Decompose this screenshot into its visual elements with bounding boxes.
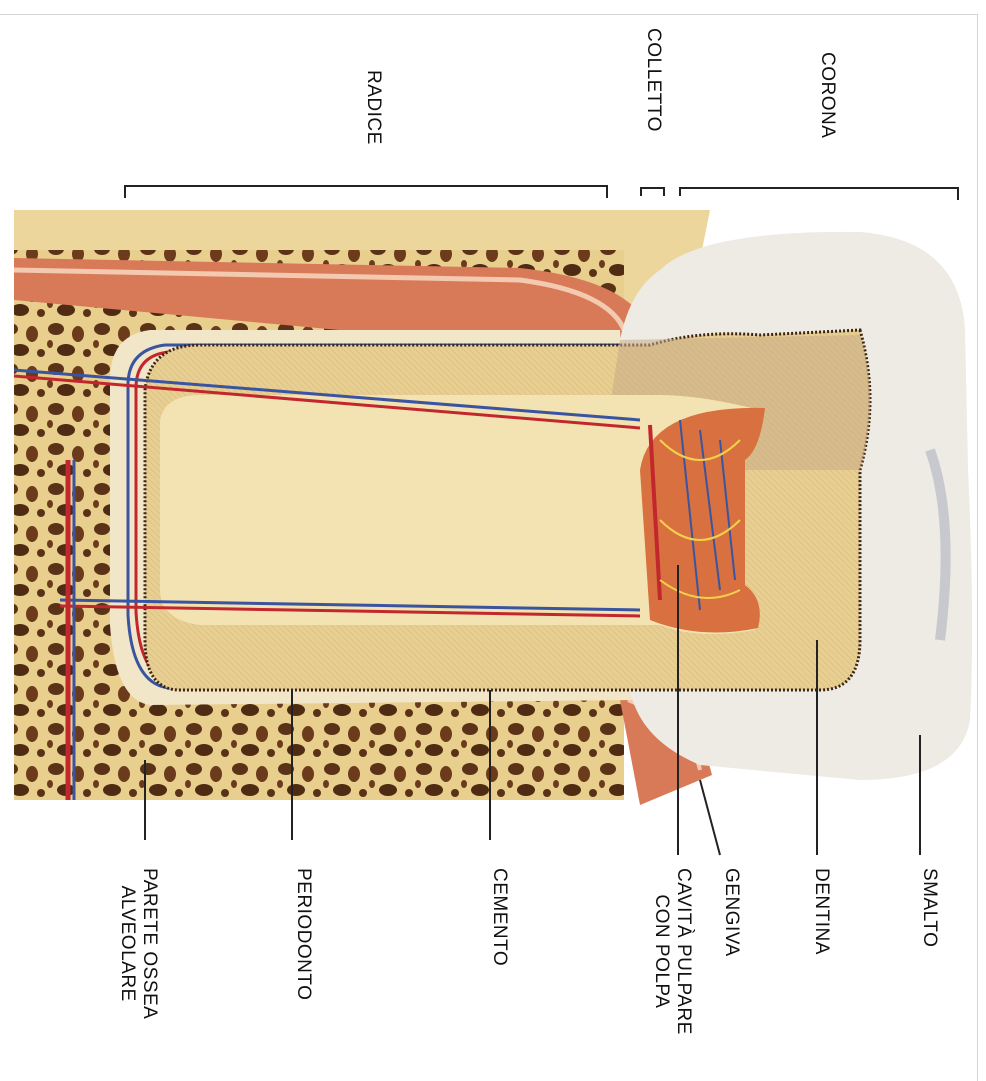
label-cavita: CAVITÀ PULPARE CON POLPA	[650, 868, 694, 1035]
label-gengiva: GENGIVA	[720, 868, 742, 957]
label-parete: PARETE OSSEA ALVEOLARE	[116, 868, 160, 1019]
label-cemento: CEMENTO	[488, 868, 510, 966]
bracket-corona	[680, 188, 958, 200]
leader-gengiva	[700, 780, 720, 855]
label-radice: RADICE	[362, 70, 384, 145]
bracket-colletto	[641, 188, 664, 196]
label-periodonto: PERIODONTO	[292, 868, 314, 1000]
label-smalto: SMALTO	[918, 868, 940, 947]
label-dentina: DENTINA	[810, 868, 832, 955]
label-corona: CORONA	[816, 52, 838, 138]
label-colletto: COLLETTO	[642, 28, 664, 132]
bracket-radice	[125, 186, 607, 198]
